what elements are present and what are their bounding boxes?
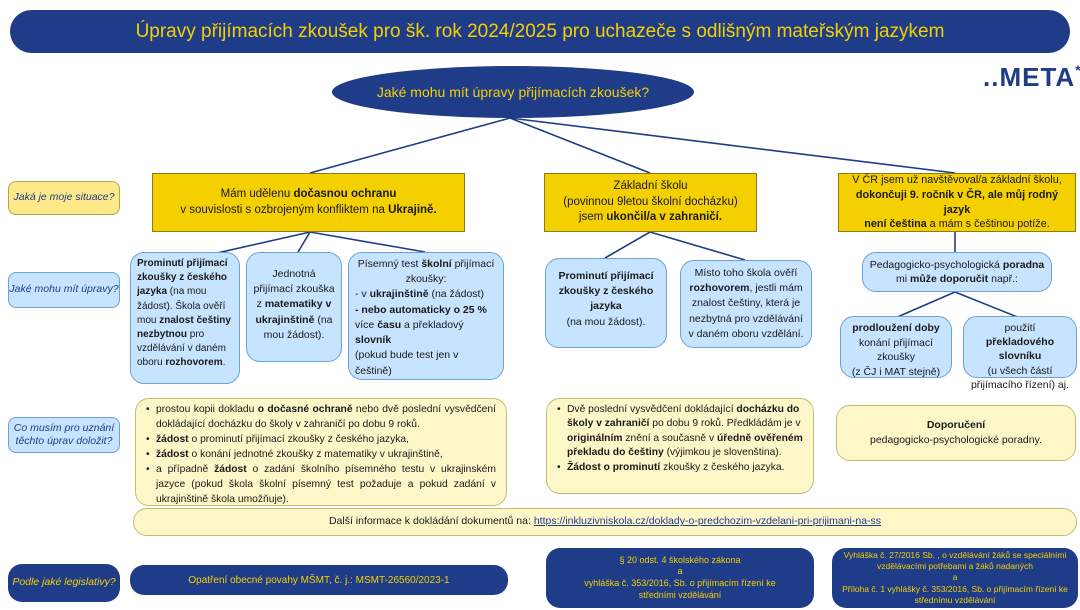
list-item: prostou kopii dokladu o dočasné ochraně …	[146, 403, 496, 433]
side-label-situation: Jaká je moje situace?	[8, 181, 120, 215]
side-label-documents: Co musím pro uznání těchto úprav doložit…	[8, 417, 120, 453]
legislation-ukraine: Opatření obecné povahy MŠMT, č. j.: MSMT…	[130, 565, 508, 595]
adjustment-ua-single: Jednotná přijímací zkouška z matematiky …	[246, 252, 342, 362]
meta-logo: ..META*˘	[983, 62, 1080, 92]
list-item: a případně žádost o zadání školního píse…	[146, 463, 496, 508]
documents-ukraine: prostou kopii dokladu o dočasné ochraně …	[135, 398, 507, 506]
adjustment-abroad-waiver: Prominutí přijímací zkoušky z českého ja…	[545, 258, 667, 348]
legislation-abroad: § 20 odst. 4 školského zákona a vyhláška…	[546, 548, 814, 608]
list-item: Žádost o prominutí zkoušky z českého jaz…	[557, 461, 803, 476]
list-item: žádost o konání jednotné zkoušky z matem…	[146, 448, 496, 463]
situation-abroad: Základní školu (povinnou 9letou školní d…	[544, 173, 757, 232]
adjustment-extension: prodloužení doby konání přijímací zkoušk…	[840, 316, 952, 378]
side-label-adjustments: Jaké mohu mít úpravy?	[8, 272, 120, 308]
adjustment-abroad-interview: Místo toho škola ověří rozhovorem, jestl…	[680, 260, 812, 348]
legislation-czech: Vyhláška č. 27/2016 Sb. , o vzdělávání ž…	[832, 548, 1078, 608]
situation-ukraine: Mám udělenu dočasnou ochranu v souvislos…	[152, 173, 465, 232]
page-title: Úpravy přijímacích zkoušek pro šk. rok 2…	[10, 10, 1070, 53]
documents-abroad: Dvě poslední vysvědčení dokládající doch…	[546, 398, 814, 494]
adjustment-ua-waiver: Prominutí přijímací zkoušky z českého ja…	[130, 252, 240, 384]
adjustment-ua-written: Písemný test školní přijímací zkoušky: -…	[348, 252, 504, 380]
adjustment-counseling: Pedagogicko-psychologická poradna mi můž…	[862, 252, 1052, 292]
documents-czech: Doporučení pedagogicko-psychologické por…	[836, 405, 1076, 461]
main-question: Jaké mohu mít úpravy přijímacích zkoušek…	[332, 66, 694, 118]
more-info-link[interactable]: https://inkluzivniskola.cz/doklady-o-pre…	[533, 515, 882, 528]
adjustment-dictionary: použití překladového slovníku (u všech č…	[963, 316, 1077, 391]
list-item: žádost o prominutí přijímací zkoušky z č…	[146, 433, 496, 448]
situation-czech: V ČR jsem už navštěvoval/a základní škol…	[838, 173, 1076, 232]
list-item: Dvě poslední vysvědčení dokládající doch…	[557, 403, 803, 461]
side-label-legislation: Podle jaké legislativy?	[8, 564, 120, 602]
more-info-bar: Další informace k dokládání dokumentů na…	[133, 508, 1077, 536]
